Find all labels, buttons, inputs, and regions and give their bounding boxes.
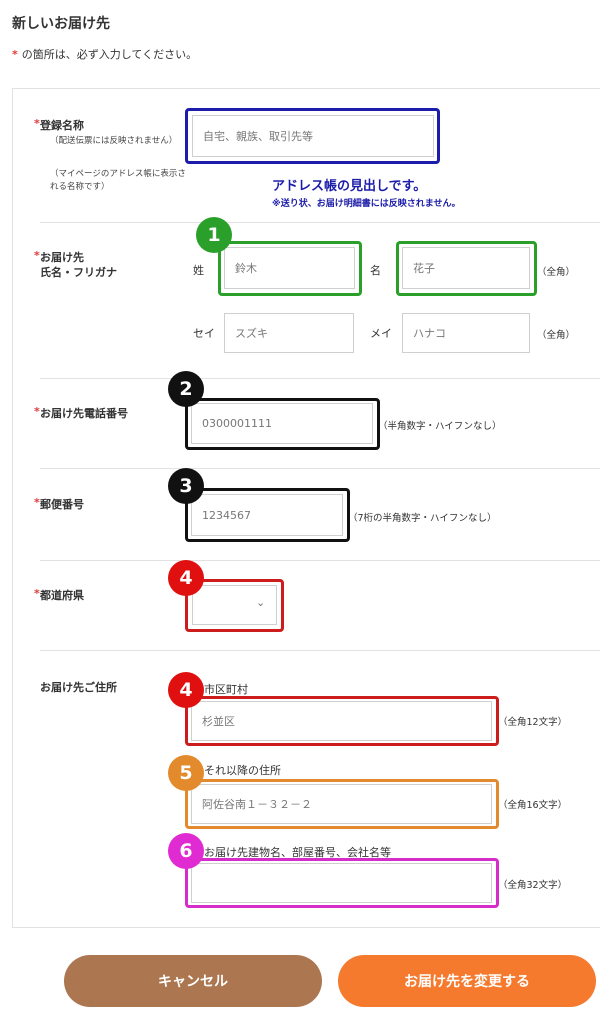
sei-kana-input[interactable]: スズキ bbox=[224, 313, 354, 353]
mei-kana-zenkaku-hint: （全角） bbox=[537, 330, 576, 341]
row-divider bbox=[40, 378, 600, 379]
row-divider bbox=[40, 560, 600, 561]
highlight-sei bbox=[218, 241, 362, 296]
name-label: *お届け先氏名・フリガナ bbox=[34, 249, 117, 279]
building-hint: （全角32文字） bbox=[498, 880, 568, 891]
mei-kana-label: メイ bbox=[370, 327, 392, 340]
address-label: お届け先ご住所 bbox=[40, 681, 117, 694]
sei-input[interactable]: 鈴木 bbox=[224, 247, 355, 289]
phone-input[interactable]: 0300001111 bbox=[191, 403, 373, 444]
sei-label: 姓 bbox=[193, 264, 204, 277]
row-divider bbox=[40, 468, 600, 469]
prefecture-select[interactable] bbox=[192, 585, 277, 625]
building-input[interactable] bbox=[191, 863, 492, 903]
registration-name-note2: （マイページのアドレス帳に表示される名称です） bbox=[50, 169, 186, 192]
mei-zenkaku-hint: （全角） bbox=[537, 267, 576, 278]
badge-1: 1 bbox=[196, 217, 232, 253]
highlight-phone bbox=[185, 398, 380, 450]
required-star: * bbox=[12, 48, 18, 61]
mei-input[interactable]: 花子 bbox=[402, 247, 530, 289]
chevron-down-icon: ⌄ bbox=[256, 596, 266, 609]
street-input[interactable]: 阿佐谷南１－３２－２ bbox=[191, 784, 492, 824]
postal-hint: （7桁の半角数字・ハイフンなし） bbox=[348, 513, 497, 524]
postal-input[interactable]: 1234567 bbox=[191, 494, 343, 536]
street-hint: （全角16文字） bbox=[498, 800, 568, 811]
submit-button[interactable]: お届け先を変更する bbox=[338, 955, 596, 1007]
registration-name-label: *登録名称 bbox=[34, 117, 84, 132]
highlight-street bbox=[185, 779, 499, 829]
badge-3: 3 bbox=[168, 468, 204, 504]
prefecture-label: *都道府県 bbox=[34, 587, 84, 602]
row-divider bbox=[40, 650, 600, 651]
street-label: それ以降の住所 bbox=[204, 764, 281, 777]
badge-6: 6 bbox=[168, 833, 204, 869]
registration-name-annotation: アドレス帳の見出しです。 bbox=[272, 179, 427, 194]
mei-kana-input[interactable]: ハナコ bbox=[402, 313, 530, 353]
badge-2: 2 bbox=[168, 371, 204, 407]
cancel-button[interactable]: キャンセル bbox=[64, 955, 322, 1007]
registration-name-note1: （配送伝票には反映されません） bbox=[50, 136, 178, 146]
row-divider bbox=[40, 222, 600, 223]
city-input[interactable]: 杉並区 bbox=[191, 701, 492, 741]
building-label: お届け先建物名、部屋番号、会社名等 bbox=[204, 846, 391, 859]
badge-4b: 4 bbox=[168, 672, 204, 708]
highlight-prefecture bbox=[185, 579, 284, 632]
sei-kana-label: セイ bbox=[193, 327, 215, 340]
registration-name-annotation-sub: ※送り状、お届け明細書には反映されません。 bbox=[272, 199, 461, 209]
required-note-text: の箇所は、必ず入力してください。 bbox=[21, 48, 198, 61]
phone-hint: （半角数字・ハイフンなし） bbox=[378, 421, 502, 432]
highlight-postal bbox=[185, 488, 350, 542]
page-title: 新しいお届け先 bbox=[12, 16, 110, 32]
highlight-city bbox=[185, 696, 499, 746]
registration-name-input[interactable]: 自宅、親族、取引先等 bbox=[192, 115, 434, 157]
postal-label: *郵便番号 bbox=[34, 496, 84, 511]
city-hint: （全角12文字） bbox=[498, 717, 568, 728]
required-note: *の箇所は、必ず入力してください。 bbox=[12, 46, 197, 62]
mei-label: 名 bbox=[370, 264, 381, 277]
badge-4a: 4 bbox=[168, 560, 204, 596]
phone-label: *お届け先電話番号 bbox=[34, 405, 128, 420]
highlight-building bbox=[185, 858, 499, 908]
highlight-mei bbox=[396, 241, 537, 296]
badge-5: 5 bbox=[168, 755, 204, 791]
highlight-registration-name bbox=[185, 108, 440, 164]
address-form bbox=[12, 88, 600, 928]
city-label: 市区町村 bbox=[204, 683, 248, 696]
